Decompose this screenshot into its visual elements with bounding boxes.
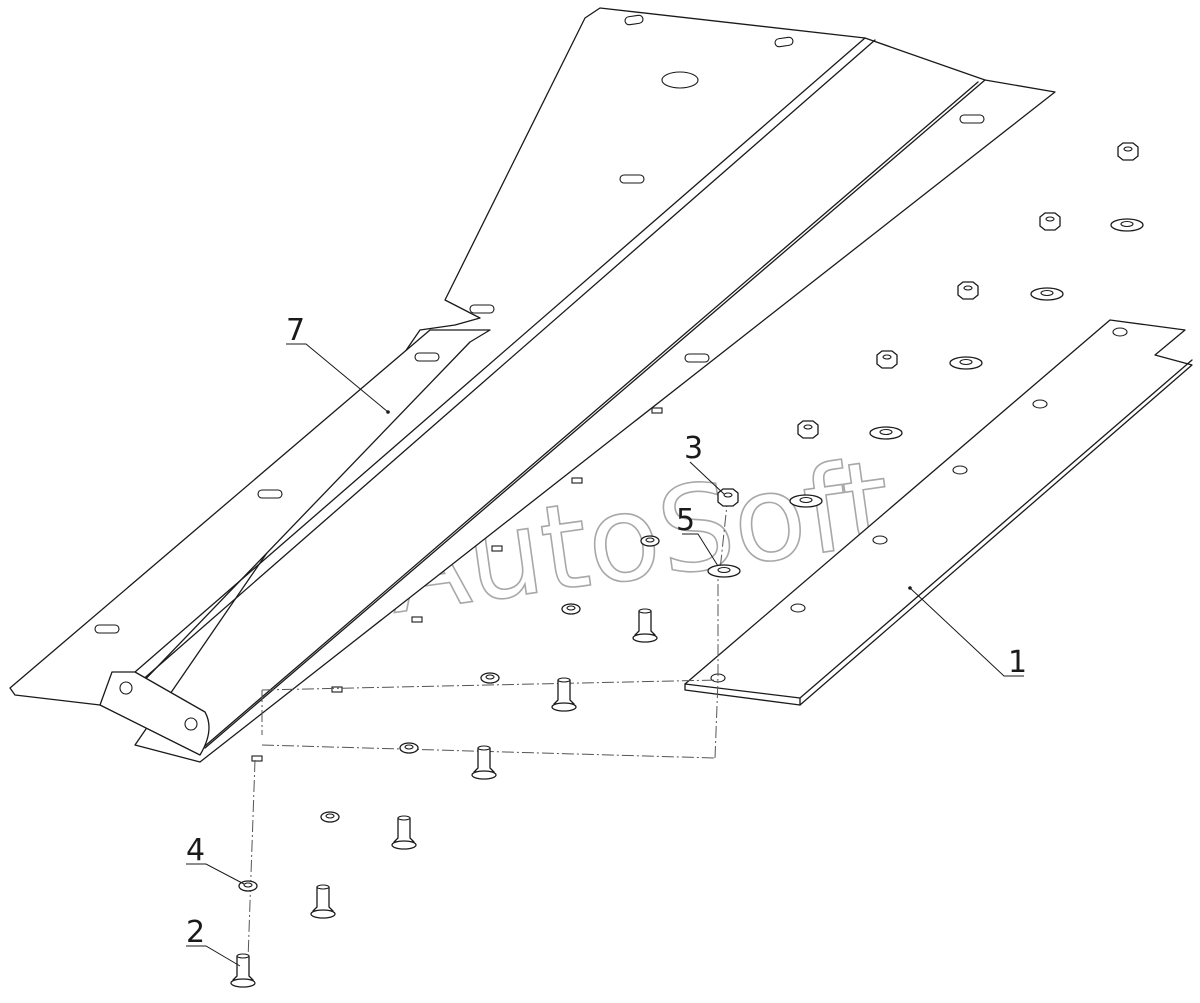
- callout-label-4: 4: [186, 833, 205, 868]
- callout-label-1: 1: [1008, 645, 1027, 680]
- callout-4: 4: [186, 833, 245, 885]
- part-1-flat-bar: [684, 319, 1193, 706]
- bolts-part-2: [230, 608, 658, 988]
- callout-5: 5: [676, 503, 719, 567]
- callout-label-5: 5: [676, 503, 695, 538]
- callout-label-2: 2: [186, 915, 205, 950]
- callout-7: 7: [286, 313, 390, 414]
- lock-washers-part-4: [238, 535, 660, 892]
- washers-part-5: [707, 218, 1144, 578]
- callout-label-7: 7: [286, 313, 305, 348]
- callout-label-3: 3: [684, 431, 703, 466]
- callout-3: 3: [684, 431, 725, 495]
- callout-1: 1: [908, 586, 1027, 680]
- callout-2: 2: [186, 915, 241, 967]
- nuts-part-3: [717, 142, 1139, 507]
- slot-holes: [94, 14, 985, 762]
- part-7-shield-plate: [9, 7, 1056, 763]
